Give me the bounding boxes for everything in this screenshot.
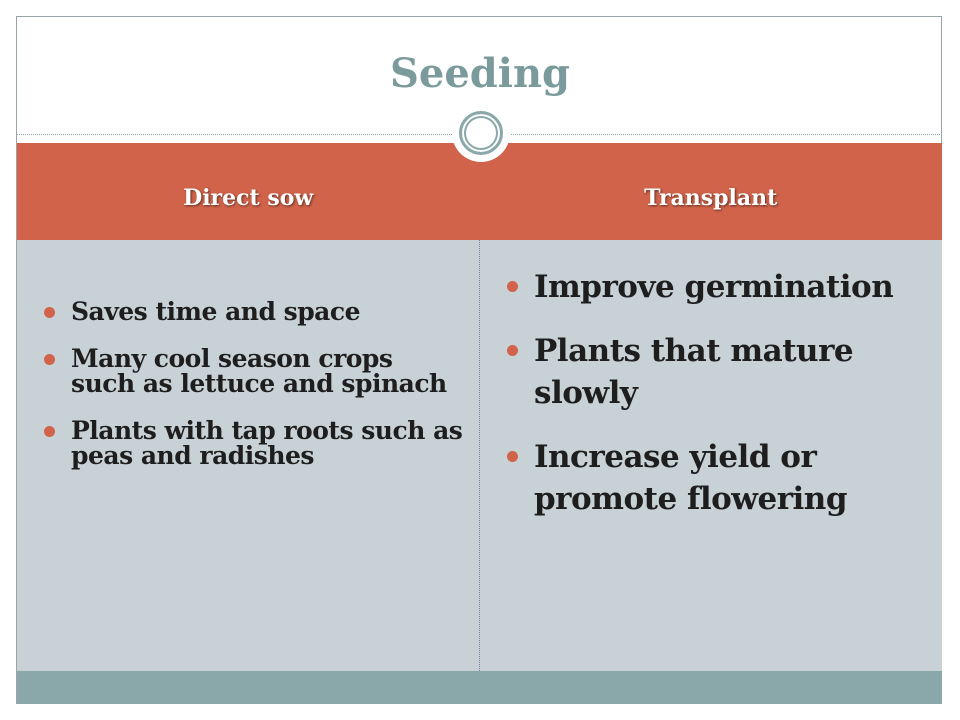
list-item: Increase yield or promote flowering	[507, 436, 927, 520]
list-item: Plants with tap roots such as peas and r…	[44, 418, 464, 468]
bullet-icon	[507, 451, 518, 462]
table-body-row: Saves time and space Many cool season cr…	[17, 240, 942, 671]
transplant-list: Improve germination Plants that mature s…	[507, 266, 927, 542]
header-transplant: Transplant	[644, 185, 778, 211]
list-item: Many cool season crops such as lettuce a…	[44, 346, 464, 396]
slide-title: Seeding	[390, 50, 570, 97]
list-item: Improve germination	[507, 266, 927, 308]
list-item-text: Plants that mature slowly	[534, 333, 854, 411]
bullet-icon	[507, 281, 518, 292]
list-item-text: Plants with tap roots such as peas and r…	[71, 416, 463, 470]
bullet-icon	[44, 354, 55, 365]
circle-ornament-icon	[452, 104, 510, 162]
bullet-icon	[44, 307, 55, 318]
list-item: Plants that mature slowly	[507, 330, 927, 414]
list-item-text: Saves time and space	[71, 297, 361, 326]
direct-sow-cell: Saves time and space Many cool season cr…	[17, 240, 480, 671]
list-item: Saves time and space	[44, 299, 464, 324]
transplant-cell: Improve germination Plants that mature s…	[480, 240, 942, 671]
list-item-text: Increase yield or promote flowering	[534, 439, 848, 517]
footer-band	[17, 671, 942, 704]
bullet-icon	[507, 345, 518, 356]
circle-ornament-inner	[459, 111, 503, 155]
bullet-icon	[44, 426, 55, 437]
list-item-text: Many cool season crops such as lettuce a…	[71, 344, 447, 398]
comparison-table: Direct sow Transplant Saves time and spa…	[17, 143, 942, 671]
direct-sow-list: Saves time and space Many cool season cr…	[44, 299, 464, 490]
list-item-text: Improve germination	[534, 269, 894, 305]
header-direct-sow: Direct sow	[183, 185, 314, 211]
